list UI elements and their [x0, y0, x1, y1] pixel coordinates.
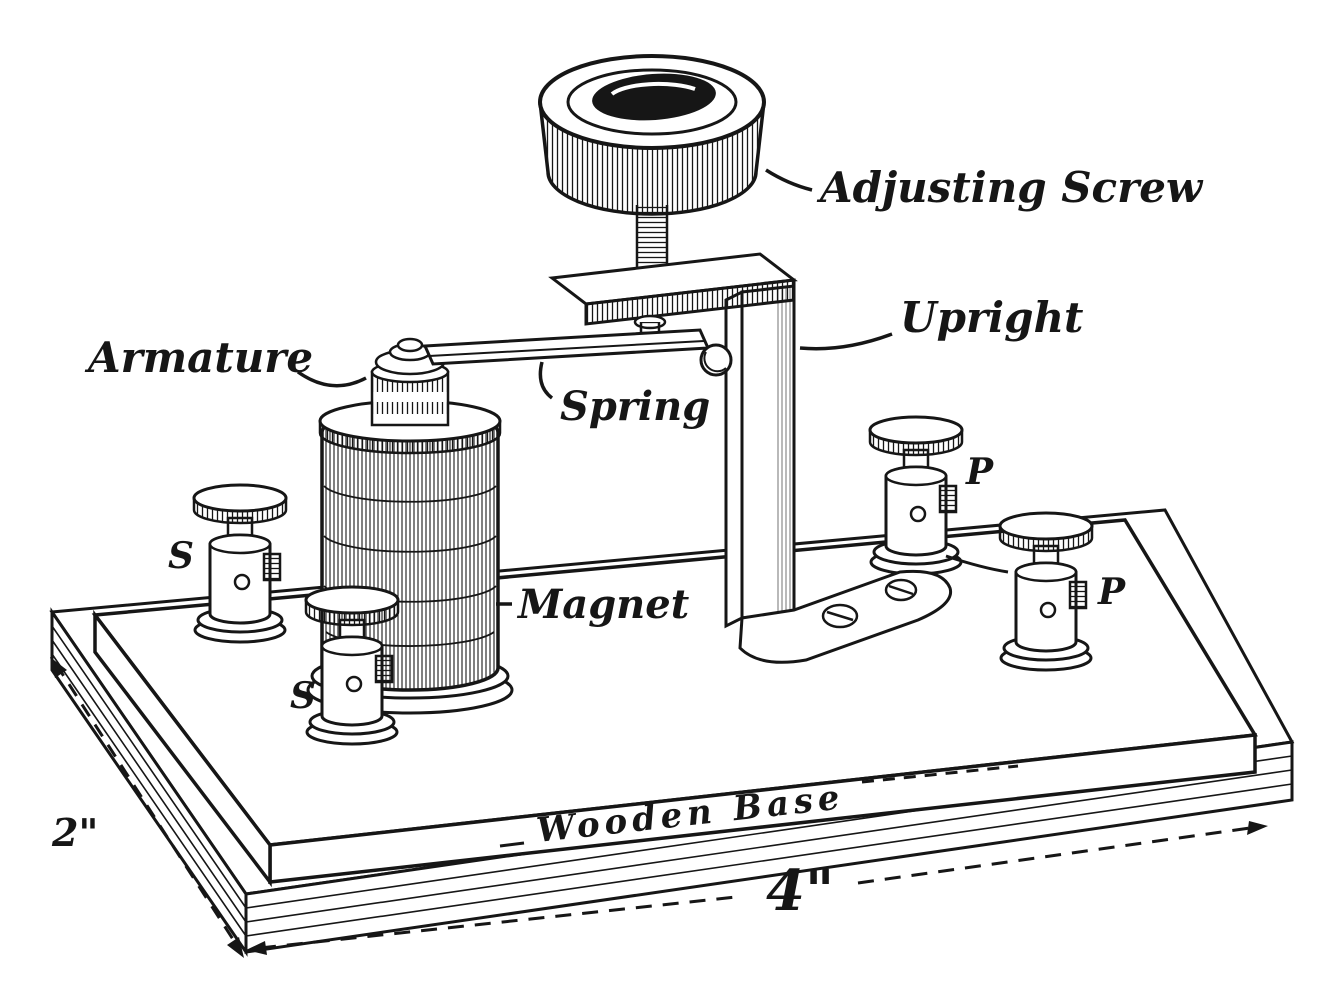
arrowhead-left — [246, 941, 267, 955]
arrowhead-top — [50, 657, 67, 678]
connecting-wire — [945, 554, 1009, 574]
leader-spring — [538, 361, 554, 400]
label-dim-4in: 4" — [766, 858, 834, 924]
wooden-base-dash-left — [499, 841, 525, 848]
upright-hatch — [776, 286, 794, 614]
label-adjusting-screw: Adjusting Screw — [816, 163, 1204, 212]
label-terminal-p-lower: P — [1097, 571, 1126, 613]
label-terminal-p-upper: P — [965, 451, 994, 493]
foot-screw-right — [884, 578, 918, 602]
leader-upright — [799, 332, 893, 351]
arrowhead-right — [1247, 821, 1268, 835]
leader-adjusting-screw — [765, 168, 813, 192]
foot-screw-left — [821, 603, 859, 629]
bracket-arm-front — [584, 278, 796, 326]
dimension-2in: 2" — [50, 657, 244, 958]
label-magnet: Magnet — [516, 581, 690, 628]
label-dim-2in: 2" — [51, 810, 98, 855]
label-terminal-s-left: S — [168, 535, 194, 577]
screw-knob — [538, 54, 766, 216]
upright-bracket — [724, 284, 953, 664]
wooden-base-dash-right — [861, 764, 1019, 784]
contact-ball — [699, 343, 733, 377]
label-upright: Upright — [900, 293, 1083, 342]
adjusting-screw — [538, 54, 798, 348]
arrowhead-bottom — [227, 937, 244, 958]
binding-post-s-left — [192, 483, 288, 644]
upright-side-face — [724, 289, 744, 629]
label-armature: Armature — [84, 333, 313, 382]
coil-winding-arcs — [323, 485, 497, 647]
dimension-4in: 4" — [246, 821, 1268, 955]
leader-armature — [296, 370, 367, 388]
label-spring: Spring — [560, 383, 710, 430]
binding-post-p-upper — [868, 415, 964, 576]
label-terminal-s-front: S — [290, 675, 316, 717]
armature-lever — [422, 328, 733, 377]
armature-pivot-nut — [374, 337, 446, 376]
